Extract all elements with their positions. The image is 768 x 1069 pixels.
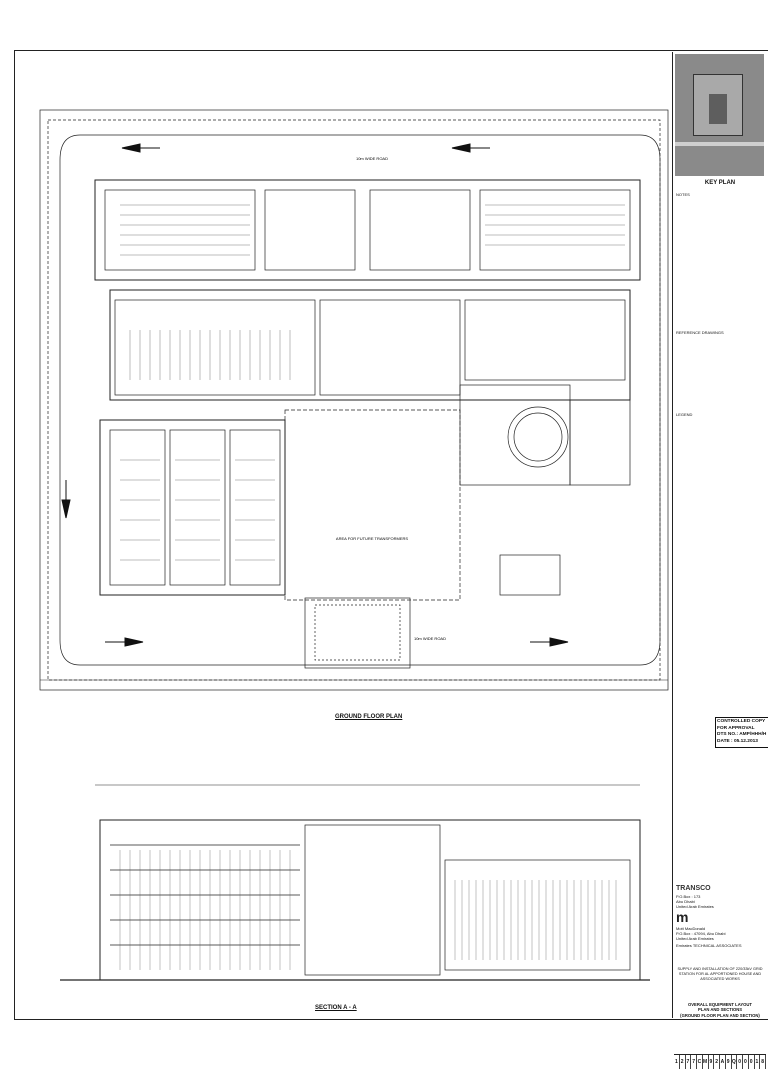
future-transformer-area-label: AREA FOR FUTURE TRANSFORMERS: [336, 536, 408, 541]
title-block: KEY PLAN NOTES REFERENCE DRAWINGS LEGEND…: [672, 52, 768, 1069]
section-title: SECTION A - A: [315, 1005, 357, 1011]
stamp-line-1: CONTROLLED COPY: [717, 719, 766, 724]
consultant-logo-icon: m: [676, 908, 688, 925]
stamp-line-2: FOR APPROVAL: [717, 725, 755, 731]
drawing-canvas: AREA FOR FUTURE TRANSFORMERS 10m WIDE RO…: [39, 109, 669, 981]
road-label-bottom: 10m WIDE ROAD: [414, 636, 446, 641]
ground-floor-plan-title: GROUND FLOOR PLAN: [335, 714, 403, 720]
client-block: TRANSCO P.O.Box : 173 Abu Dhabi United A…: [676, 885, 764, 948]
drawing-sheet-border: [14, 50, 768, 1020]
stamp-line-4: DATE : 05.12.2013: [717, 739, 758, 745]
traffic-arrow-icon: [61, 143, 569, 647]
client-address: P.O.Box : 173 Abu Dhabi United Arab Emir…: [676, 893, 714, 909]
legend-heading: LEGEND: [676, 412, 693, 417]
notes-heading: NOTES: [676, 192, 690, 197]
contractor-name: Emirates TECHNICAL ASSOCIATES: [676, 943, 742, 949]
ground-floor-plan: [39, 109, 669, 691]
switchgear-panels: [120, 204, 625, 561]
drawing-title: OVERALL EQUIPMENT LAYOUT PLAN AND SECTIO…: [680, 1002, 760, 1018]
stamp-line-3: DTS NO.: AMP/HHH/H: [717, 732, 767, 738]
approval-stamp: CONTROLLED COPY FOR APPROVAL DTS NO.: AM…: [715, 717, 768, 748]
reference-drawings-heading: REFERENCE DRAWINGS: [676, 330, 724, 335]
consultant-name: Mott MacDonald: [676, 926, 706, 932]
project-title: SUPPLY AND INSTALLATION OF 220/33kV GRID…: [677, 967, 763, 981]
section-a-a: [60, 784, 650, 981]
key-plan-title: KEY PLAN: [704, 180, 736, 186]
drawing-number-char: 8: [760, 1055, 766, 1069]
key-plan-image: [675, 54, 764, 176]
consultant-address: P.O.Box : 47094, Abu Dhabi United Arab E…: [676, 931, 726, 942]
client-logo: TRANSCO: [676, 885, 711, 892]
section-hatching: [119, 850, 617, 970]
road-label-top: 10m WIDE ROAD: [356, 156, 388, 161]
